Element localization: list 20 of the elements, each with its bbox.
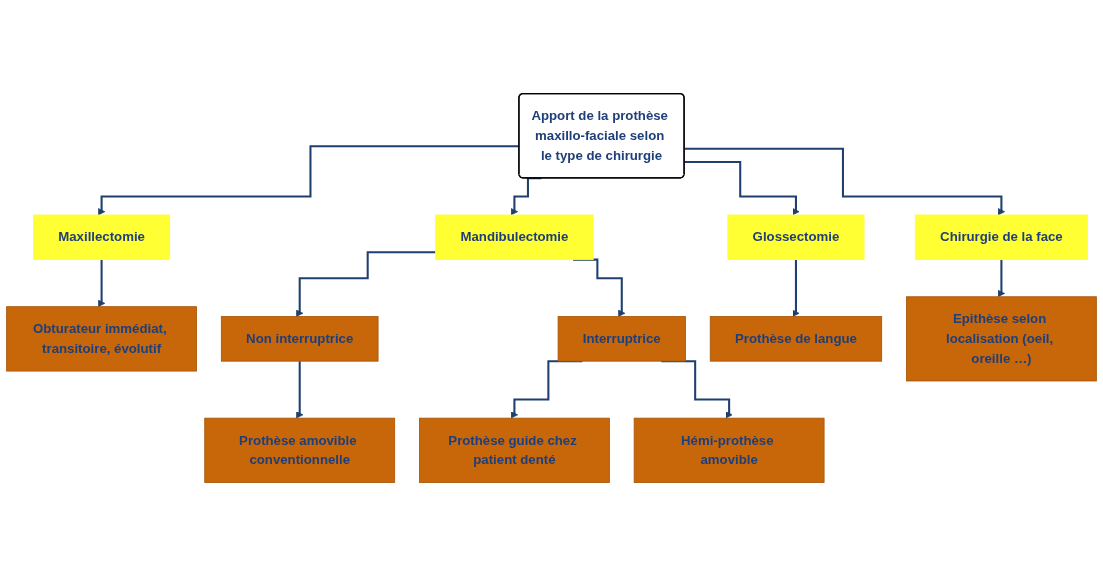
node-box: Obturateur immédiat, transitoire, évolutif bbox=[6, 306, 197, 372]
node-box: Non interruptrice bbox=[220, 316, 379, 362]
arrow bbox=[510, 177, 542, 216]
arrow bbox=[684, 147, 1006, 216]
node-box: Epithèse selon localisation (oeil, oreille …) bbox=[906, 296, 1097, 382]
arrow bbox=[97, 258, 106, 307]
arrow bbox=[296, 360, 304, 419]
arrow bbox=[684, 160, 800, 216]
node-box: Prothèse amovible conventionnelle bbox=[204, 417, 396, 483]
arrow bbox=[792, 258, 800, 317]
node-box: Hémi-prothèse amovible bbox=[633, 417, 825, 483]
node-box: Glossectomie bbox=[727, 214, 865, 260]
arrow bbox=[997, 258, 1006, 297]
node-box: Prothèse de langue bbox=[709, 316, 883, 362]
node-box: Interruptrice bbox=[557, 316, 686, 362]
node-box: Chirurgie de la face bbox=[914, 214, 1088, 260]
node-box: Mandibulectomie bbox=[435, 214, 594, 260]
arrow bbox=[296, 251, 436, 317]
node-box: Prothèse guide chez patient denté bbox=[419, 417, 610, 483]
node-box: Maxillectomie bbox=[33, 214, 171, 260]
